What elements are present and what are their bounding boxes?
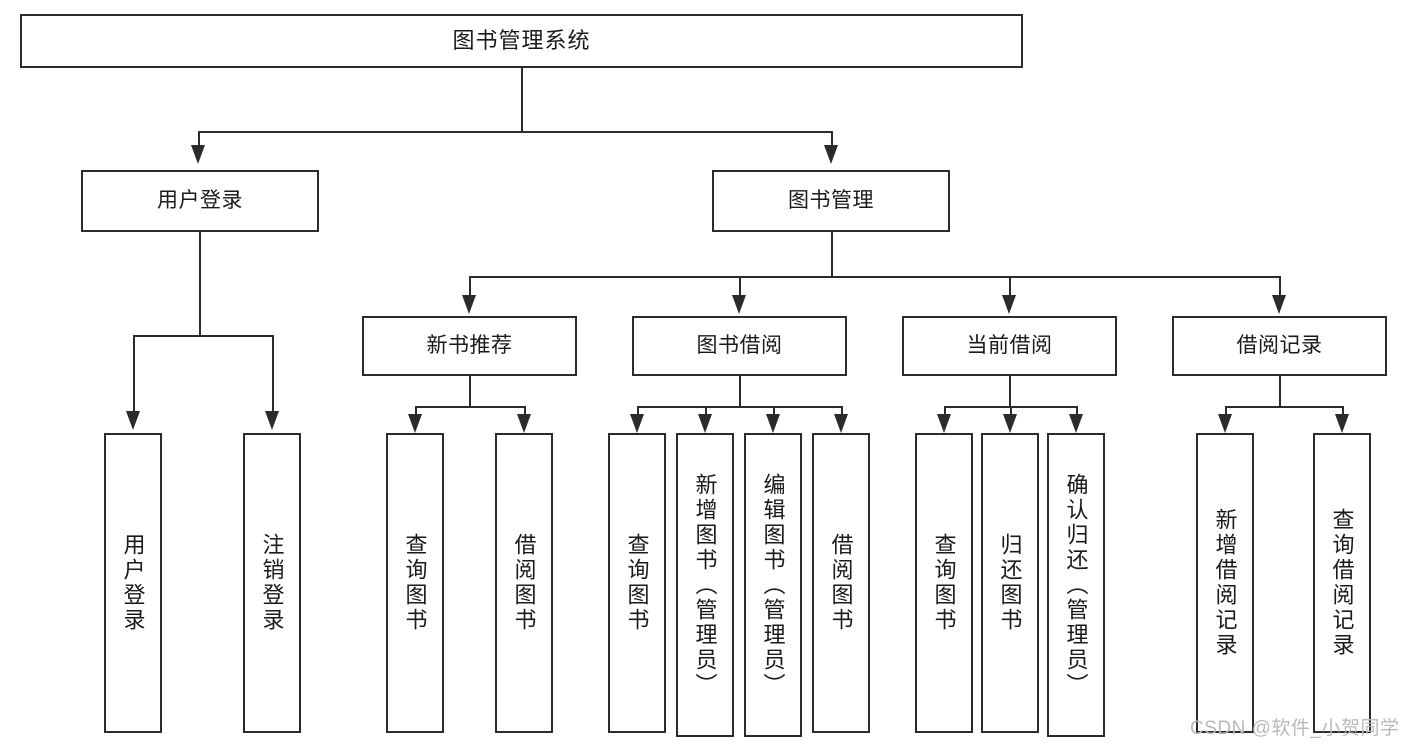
node-label: 查询图书 [624,533,650,633]
node-label: 查询图书 [402,533,428,633]
arrowhead-book-borrow-leaf-1 [630,414,644,433]
node-label: 注销登录 [259,533,285,633]
connector-book-manage-drop-3 [1009,276,1011,295]
leaf-borrow-record-add[interactable]: 新增借阅记录 [1196,433,1254,733]
leaf-user-login-login[interactable]: 用户登录 [104,433,162,733]
connector-current-borrow-drop-2 [1010,406,1012,414]
node-label: 图书管理 [788,188,874,212]
node-borrow-record[interactable]: 借阅记录 [1172,316,1387,376]
connector-borrow-record-drop-2 [1342,406,1344,414]
connector-borrow-record-drop-1 [1225,406,1227,414]
leaf-borrow-record-query[interactable]: 查询借阅记录 [1313,433,1371,733]
arrowhead-to-user-login [191,145,205,164]
node-label: 确认归还（管理员） [1063,472,1089,698]
arrowhead-user-login-leaf-1 [126,411,140,430]
node-new-book-recommend[interactable]: 新书推荐 [362,316,577,376]
connector-book-borrow-drop-2 [705,406,707,414]
leaf-user-login-logout[interactable]: 注销登录 [243,433,301,733]
node-user-login[interactable]: 用户登录 [81,170,319,232]
arrowhead-to-new-book [462,295,476,314]
arrowhead-borrow-record-leaf-2 [1335,414,1349,433]
node-label: 当前借阅 [966,333,1053,357]
connector-user-login-stem [199,232,201,335]
csdn-watermark: CSDN @软件_小贺同学 [1190,718,1400,739]
connector-root-drop-left [198,131,200,145]
connector-borrow-record-bus [1225,406,1342,408]
arrowhead-current-borrow-leaf-1 [937,414,951,433]
node-label: 编辑图书（管理员） [760,472,786,698]
arrowhead-current-borrow-leaf-3 [1069,414,1083,433]
connector-book-manage-bus [469,276,1279,278]
leaf-new-book-borrow[interactable]: 借阅图书 [495,433,553,733]
connector-root-stem [521,68,523,131]
connector-user-login-bus [133,335,272,337]
arrowhead-to-book-borrow [732,295,746,314]
node-label: 查询图书 [931,533,957,633]
leaf-new-book-query[interactable]: 查询图书 [386,433,444,733]
node-label: 新增借阅记录 [1212,508,1238,658]
arrowhead-to-borrow-record [1272,295,1286,314]
node-label: 用户登录 [157,188,243,212]
node-root-system[interactable]: 图书管理系统 [20,14,1023,68]
leaf-current-borrow-confirm-admin[interactable]: 确认归还（管理员） [1047,433,1105,737]
connector-book-manage-drop-4 [1279,276,1281,295]
arrowhead-to-current-borrow [1002,295,1016,314]
connector-user-login-drop-2 [272,335,274,411]
arrowhead-new-book-leaf-2 [517,414,531,433]
node-label: 新增图书（管理员） [692,472,718,698]
connector-current-borrow-drop-1 [944,406,946,414]
connector-borrow-record-stem [1279,376,1281,406]
connector-book-manage-drop-2 [739,276,741,295]
connector-book-borrow-drop-4 [841,406,843,414]
leaf-book-borrow-edit-admin[interactable]: 编辑图书（管理员） [744,433,802,737]
leaf-book-borrow-add-admin[interactable]: 新增图书（管理员） [676,433,734,737]
leaf-book-borrow-query[interactable]: 查询图书 [608,433,666,733]
connector-book-manage-stem [831,232,833,276]
connector-new-book-stem [469,376,471,406]
arrowhead-book-borrow-leaf-4 [834,414,848,433]
connector-book-borrow-stem [739,376,741,406]
node-label: 图书管理系统 [452,28,591,54]
node-current-borrow[interactable]: 当前借阅 [902,316,1117,376]
node-label: 归还图书 [997,533,1023,633]
arrowhead-user-login-leaf-2 [265,411,279,430]
arrowhead-book-borrow-leaf-3 [766,414,780,433]
arrowhead-to-book-manage [824,145,838,164]
arrowhead-borrow-record-leaf-1 [1218,414,1232,433]
connector-current-borrow-stem [1009,376,1011,406]
leaf-current-borrow-query[interactable]: 查询图书 [915,433,973,733]
connector-current-borrow-drop-3 [1076,406,1078,414]
node-label: 用户登录 [120,533,146,633]
connector-book-borrow-bus [637,406,841,408]
node-label: 图书借阅 [696,333,783,357]
connector-book-borrow-drop-3 [773,406,775,414]
connector-user-login-drop-1 [133,335,135,411]
connector-new-book-drop-2 [524,406,526,414]
node-book-management[interactable]: 图书管理 [712,170,950,232]
arrowhead-new-book-leaf-1 [408,414,422,433]
node-label: 借阅记录 [1236,333,1323,357]
leaf-book-borrow-borrow[interactable]: 借阅图书 [812,433,870,733]
leaf-current-borrow-return[interactable]: 归还图书 [981,433,1039,733]
connector-new-book-drop-1 [415,406,417,414]
connector-book-manage-drop-1 [469,276,471,295]
node-book-borrow[interactable]: 图书借阅 [632,316,847,376]
connector-new-book-bus [415,406,524,408]
arrowhead-current-borrow-leaf-2 [1003,414,1017,433]
connector-root-bus [198,131,831,133]
node-label: 新书推荐 [426,333,513,357]
connector-book-borrow-drop-1 [637,406,639,414]
node-label: 借阅图书 [828,533,854,633]
node-label: 借阅图书 [511,533,537,633]
node-label: 查询借阅记录 [1329,508,1355,658]
arrowhead-book-borrow-leaf-2 [698,414,712,433]
connector-root-drop-right [831,131,833,145]
